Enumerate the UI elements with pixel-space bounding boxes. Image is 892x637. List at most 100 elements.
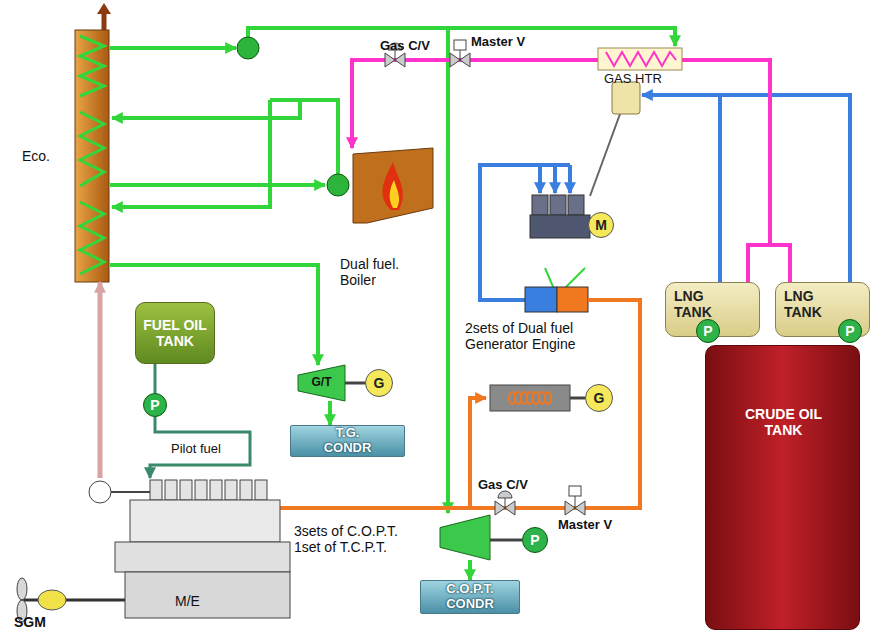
lng-tank-label: LNG TANK xyxy=(784,288,832,320)
economizer-column xyxy=(75,30,109,282)
main-engine-drawing xyxy=(115,542,290,572)
gas-heater: GAS HTR xyxy=(598,48,682,88)
lng-tank-label: LNG TANK xyxy=(674,288,722,320)
steam-pipe xyxy=(446,28,450,513)
master-valve xyxy=(575,496,576,508)
compressor xyxy=(532,195,548,215)
fuel-oil-tank-label: FUEL OIL TANK xyxy=(139,317,211,349)
dual-fuel-boiler-label: Dual fuel. Boiler xyxy=(340,256,425,288)
main-engine-drawing xyxy=(89,481,111,503)
main-engine-drawing xyxy=(130,500,280,542)
generator: G xyxy=(585,384,613,412)
valve-label: Master V xyxy=(471,34,525,49)
fuel-gas-pipe xyxy=(162,300,640,508)
steam-drum xyxy=(237,37,349,196)
generator: G xyxy=(365,369,393,397)
generator-label: G xyxy=(587,390,611,406)
dual-fuel-boiler: Dual fuel. Boiler xyxy=(345,148,433,223)
compressor xyxy=(568,195,584,215)
pipe-connector xyxy=(328,401,332,425)
fuel-oil-tank: FUEL OIL TANK xyxy=(135,302,215,364)
main-engine-drawing xyxy=(17,480,290,622)
pump-label: P xyxy=(144,397,166,413)
lng-vapour-pipe xyxy=(590,114,620,196)
condenser: C.O.P.T. CONDR xyxy=(420,580,520,614)
pipe-connector xyxy=(98,282,103,478)
steam-pipe xyxy=(112,100,270,207)
crude-oil-tank: CRUDE OIL TANK xyxy=(705,345,860,630)
compressor xyxy=(530,195,590,238)
lng-vapour-pipe xyxy=(553,165,557,193)
vaporizer xyxy=(525,287,588,312)
separator xyxy=(612,82,640,114)
economizer: Eco. xyxy=(20,30,110,282)
heater-coil xyxy=(606,52,676,66)
compressor xyxy=(530,215,590,238)
lng-vapour-pipe xyxy=(538,165,542,193)
pilot-fuel-pipe xyxy=(155,364,156,393)
pump-label: P xyxy=(524,532,546,548)
economizer-column xyxy=(80,36,104,96)
dual-fuel-boiler-outline xyxy=(345,148,433,223)
steam-pipe xyxy=(110,183,325,187)
gas-heater-label: GAS HTR xyxy=(604,72,682,87)
pipe-connector xyxy=(110,265,318,365)
pump-label: P xyxy=(839,323,861,339)
separator xyxy=(612,82,640,114)
pump: P xyxy=(143,393,167,417)
main-engine-drawing xyxy=(125,572,290,618)
turbine-label: G/T xyxy=(302,376,342,390)
control-valve xyxy=(498,491,512,498)
generator-label: G xyxy=(367,375,391,391)
lng-vapour-pipe xyxy=(568,165,572,193)
lng-vapour-pipe xyxy=(720,95,850,282)
main-engine-drawing xyxy=(20,599,125,602)
pump: P xyxy=(838,319,862,343)
main-engine: M/E xyxy=(90,478,290,623)
pipe-connector xyxy=(345,382,365,385)
compressor xyxy=(550,195,566,215)
part-name: SGM xyxy=(14,614,46,630)
condenser-label: C.O.P.T. CONDR xyxy=(439,582,501,612)
main-engine-drawing xyxy=(38,590,66,610)
generator-engine: 2sets of Dual fuel Generator Engine xyxy=(490,385,570,411)
economizer-column xyxy=(80,112,104,186)
main-engine-drawing xyxy=(165,480,177,500)
engine-coil xyxy=(545,392,551,404)
pump: P xyxy=(522,527,548,553)
economizer-label: Eco. xyxy=(22,148,67,164)
valve-label: Master V xyxy=(558,517,612,532)
exhaust-outlet xyxy=(97,3,111,14)
pipe-label: Pilot fuel xyxy=(170,441,222,456)
pipe-connector xyxy=(682,60,790,282)
master-valve xyxy=(454,40,466,50)
pilot-fuel-pipe xyxy=(154,364,157,393)
steam-pipe xyxy=(110,28,675,513)
main-engine-drawing xyxy=(180,480,192,500)
boiler-shape xyxy=(353,148,433,223)
pipe-connector xyxy=(468,560,472,580)
steam-drum xyxy=(327,174,349,196)
economizer-column xyxy=(80,202,104,274)
valve-label: Gas C/V xyxy=(478,477,528,492)
motor: M xyxy=(588,212,614,238)
turbine-shape xyxy=(298,365,345,401)
main-engine-label: M/E xyxy=(175,593,215,609)
pipe-connector xyxy=(682,60,770,282)
crude-oil-tank-label: CRUDE OIL TANK xyxy=(736,406,831,438)
pump: P xyxy=(696,319,720,343)
steam-pipe xyxy=(110,46,236,50)
pipe-connector xyxy=(570,397,585,400)
main-engine-drawing xyxy=(210,480,222,500)
lng-tank: LNG TANK P xyxy=(775,282,870,337)
main-engine-drawing xyxy=(150,480,162,500)
master-valve xyxy=(569,486,581,496)
steam-drum xyxy=(237,37,259,59)
lng-vapour-pipe xyxy=(480,95,850,300)
vaporizer xyxy=(557,287,588,312)
pump-label: P xyxy=(697,323,719,339)
pipe-connector xyxy=(150,417,250,478)
generator-engine-label: 2sets of Dual fuel Generator Engine xyxy=(465,320,595,352)
flame xyxy=(390,180,400,208)
main-engine-drawing xyxy=(255,480,267,500)
